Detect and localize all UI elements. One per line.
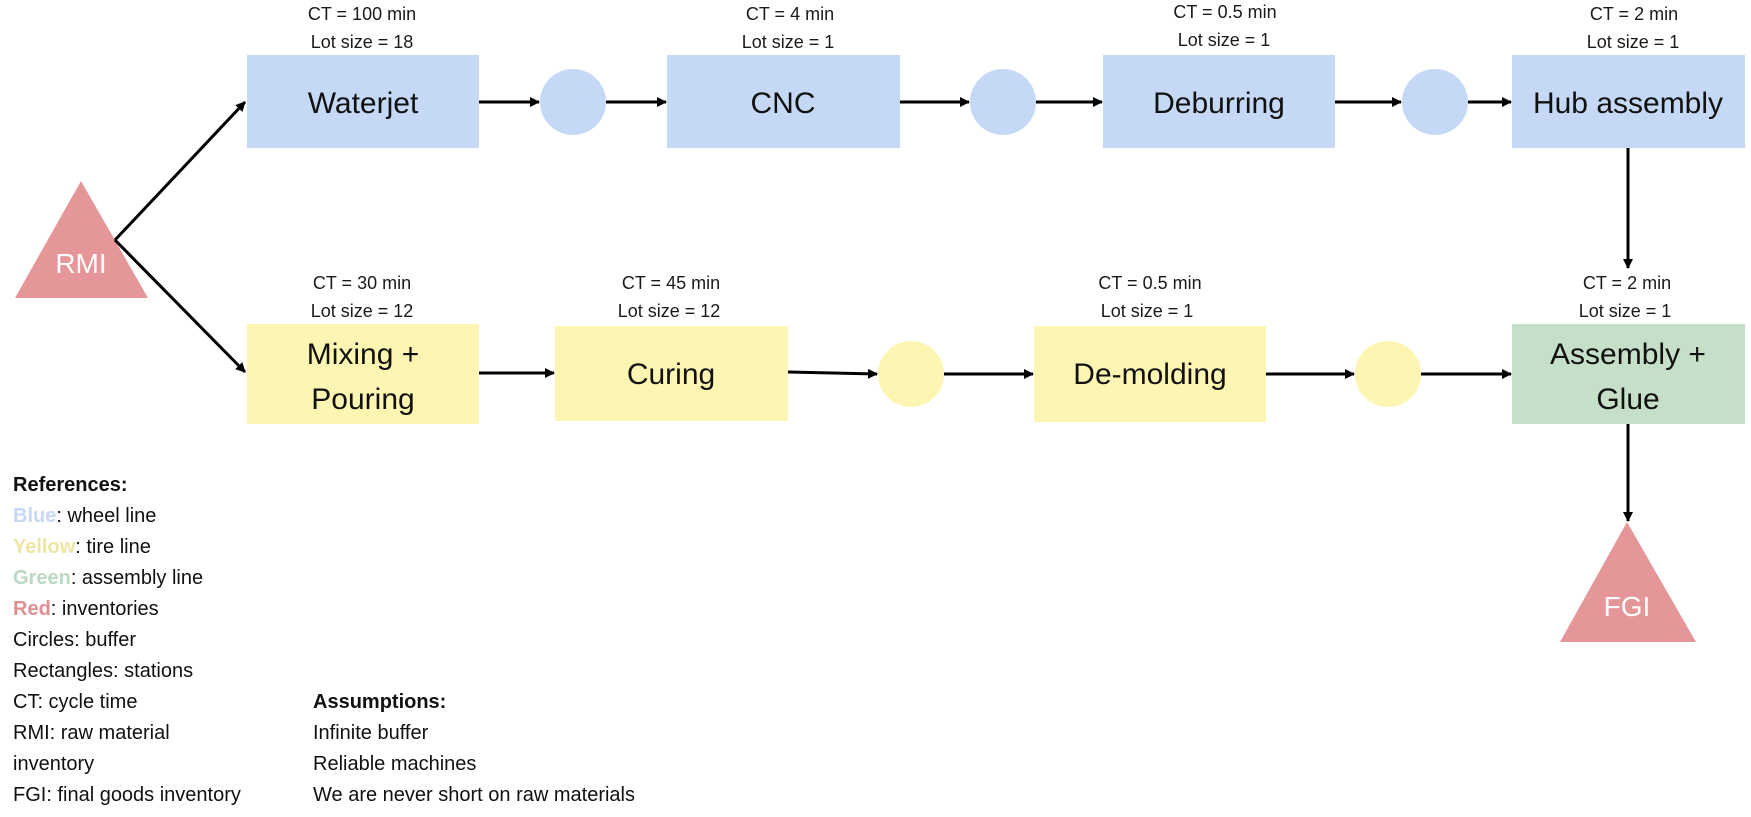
assembly-label-line2: Glue bbox=[1596, 383, 1659, 416]
hub-lot-size: Lot size = 1 bbox=[1587, 32, 1680, 52]
station-assembly-glue: CT = 2 min Lot size = 1 Assembly + Glue bbox=[1512, 273, 1745, 424]
legend-item-ct: CT: cycle time bbox=[13, 691, 138, 713]
legend-blue-word: Blue bbox=[13, 505, 57, 527]
buffer-circle bbox=[1355, 341, 1421, 407]
assembly-lot-size: Lot size = 1 bbox=[1579, 301, 1672, 321]
de-molding-box bbox=[1034, 326, 1266, 422]
assembly-label-line1: Assembly + bbox=[1550, 338, 1706, 371]
rmi-triangle bbox=[15, 181, 148, 298]
mixing-label-line1: Mixing + bbox=[307, 338, 420, 371]
demolding-lot-size: Lot size = 1 bbox=[1101, 301, 1194, 321]
legend-yellow-text: : tire line bbox=[75, 536, 151, 558]
deburring-box bbox=[1103, 55, 1335, 148]
fgi-label: FGI bbox=[1604, 591, 1651, 622]
mixing-cycle-time: CT = 30 min bbox=[313, 273, 411, 293]
curing-box bbox=[555, 326, 788, 421]
waterjet-cycle-time: CT = 100 min bbox=[308, 4, 416, 24]
station-curing: CT = 45 min Lot size = 12 Curing bbox=[555, 273, 788, 421]
legend-yellow-word: Yellow bbox=[13, 536, 76, 558]
rmi-inventory: RMI bbox=[15, 181, 148, 298]
hub-cycle-time: CT = 2 min bbox=[1590, 4, 1678, 24]
hub-assembly-label: Hub assembly bbox=[1533, 87, 1723, 120]
station-hub-assembly: CT = 2 min Lot size = 1 Hub assembly bbox=[1512, 4, 1745, 148]
demolding-cycle-time: CT = 0.5 min bbox=[1098, 273, 1201, 293]
buffer-circle bbox=[878, 341, 944, 407]
legend-title: References: bbox=[13, 474, 128, 496]
legend-green-word: Green bbox=[13, 567, 71, 589]
arrow bbox=[113, 100, 247, 242]
mixing-pouring-box bbox=[247, 324, 479, 424]
curing-lot-size: Lot size = 12 bbox=[618, 301, 721, 321]
station-mixing-pouring: CT = 30 min Lot size = 12 Mixing + Pouri… bbox=[247, 273, 479, 424]
deburring-label: Deburring bbox=[1153, 87, 1285, 120]
legend-item-circles: Circles: buffer bbox=[13, 629, 137, 651]
assumption-item: Infinite buffer bbox=[313, 722, 429, 744]
assembly-cycle-time: CT = 2 min bbox=[1583, 273, 1671, 293]
legend-green-text: : assembly line bbox=[70, 567, 204, 589]
assumptions-block: Assumptions: Infinite buffer Reliable ma… bbox=[313, 687, 635, 811]
waterjet-lot-size: Lot size = 18 bbox=[311, 32, 414, 52]
cnc-lot-size: Lot size = 1 bbox=[742, 32, 835, 52]
waterjet-label: Waterjet bbox=[308, 87, 419, 120]
legend-red-word: Red bbox=[13, 598, 51, 620]
buffer-circle bbox=[970, 69, 1036, 135]
cnc-label: CNC bbox=[751, 87, 816, 120]
mixing-lot-size: Lot size = 12 bbox=[311, 301, 414, 321]
arrow bbox=[787, 368, 878, 379]
assumptions-title: Assumptions: bbox=[313, 691, 447, 713]
buffer-circle bbox=[1402, 69, 1468, 135]
legend-item-yellow: Yellow: tire line bbox=[13, 532, 241, 563]
mixing-label-line2: Pouring bbox=[311, 383, 414, 416]
legend-item-blue: Blue: wheel line bbox=[13, 501, 241, 532]
fgi-inventory: FGI bbox=[1560, 522, 1696, 642]
assembly-glue-box bbox=[1512, 324, 1745, 424]
cnc-cycle-time: CT = 4 min bbox=[746, 4, 834, 24]
legend-blue-text: : wheel line bbox=[56, 505, 157, 527]
curing-label: Curing bbox=[627, 358, 715, 391]
waterjet-box bbox=[247, 55, 479, 148]
station-deburring: CT = 0.5 min Lot size = 1 Deburring bbox=[1103, 2, 1335, 148]
legend-item-green: Green: assembly line bbox=[13, 563, 241, 594]
legend-item-rmi-cont: inventory bbox=[13, 753, 95, 775]
buffer-circle bbox=[540, 69, 606, 135]
flow-arrows bbox=[113, 97, 1633, 522]
assumption-item: We are never short on raw materials bbox=[313, 784, 635, 806]
arrow bbox=[113, 238, 247, 374]
hub-assembly-box bbox=[1512, 55, 1745, 148]
legend-item-fgi: FGI: final goods inventory bbox=[13, 784, 241, 806]
de-molding-label: De-molding bbox=[1073, 358, 1226, 391]
cnc-box bbox=[667, 55, 900, 148]
legend-item-rmi: RMI: raw material bbox=[13, 722, 170, 744]
legend-item-red: Red: inventories bbox=[13, 594, 241, 625]
station-waterjet: CT = 100 min Lot size = 18 Waterjet bbox=[247, 4, 479, 148]
curing-cycle-time: CT = 45 min bbox=[622, 273, 720, 293]
deburring-lot-size: Lot size = 1 bbox=[1178, 30, 1271, 50]
deburring-cycle-time: CT = 0.5 min bbox=[1173, 2, 1276, 22]
fgi-triangle bbox=[1560, 522, 1696, 642]
rmi-label: RMI bbox=[55, 248, 106, 279]
assumption-item: Reliable machines bbox=[313, 753, 477, 775]
references-legend: References: Blue: wheel line Yellow: tir… bbox=[13, 470, 241, 811]
station-cnc: CT = 4 min Lot size = 1 CNC bbox=[667, 4, 900, 148]
legend-red-text: : inventories bbox=[50, 598, 159, 620]
station-de-molding: CT = 0.5 min Lot size = 1 De-molding bbox=[1034, 273, 1266, 422]
legend-item-rectangles: Rectangles: stations bbox=[13, 660, 194, 682]
